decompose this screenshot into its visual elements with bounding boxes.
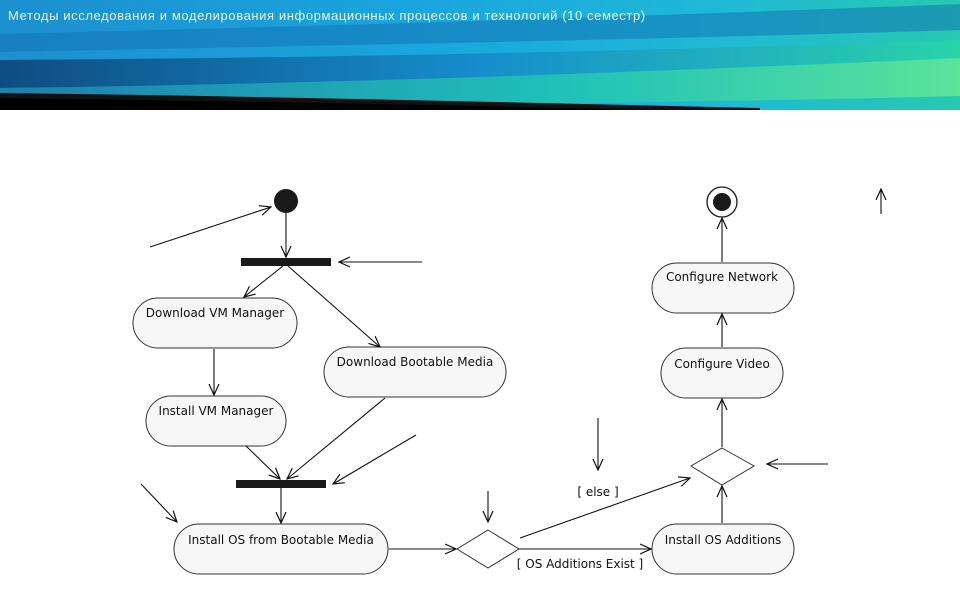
flow-download-media-to-join — [287, 397, 386, 479]
flow-decision-else-to-merge — [519, 478, 690, 539]
activity-configure-network: Configure Network — [651, 262, 795, 314]
activity-label: Configure Video — [674, 357, 770, 371]
activity-download-bootable-media: Download Bootable Media — [323, 346, 507, 398]
activity-label: Download VM Manager — [146, 306, 285, 320]
activity-download-vm-manager: Download VM Manager — [132, 297, 298, 349]
pointer-arrow-join — [333, 434, 417, 484]
initial-node — [274, 189, 298, 213]
header-banner: Методы исследования и моделирования инфо… — [0, 0, 960, 110]
activity-install-os: Install OS from Bootable Media — [173, 523, 389, 575]
activity-label: Configure Network — [666, 270, 778, 284]
activity-configure-video: Configure Video — [660, 347, 784, 399]
guard-else: [ else ] — [577, 485, 618, 499]
pointer-arrow-install-os — [140, 483, 177, 522]
activity-label: Download Bootable Media — [337, 355, 494, 369]
banner-background — [0, 0, 960, 110]
pointer-arrow-initial — [149, 207, 271, 248]
flow-fork-to-download-vm — [244, 265, 284, 297]
flow-fork-to-download-media — [287, 265, 380, 347]
activity-install-os-additions: Install OS Additions — [651, 523, 795, 575]
guard-os-additions-exist: [ OS Additions Exist ] — [517, 557, 643, 571]
activity-label: Install OS Additions — [665, 533, 782, 547]
decision-node — [456, 529, 520, 569]
merge-node — [690, 447, 755, 486]
final-node — [706, 186, 738, 218]
join-bar — [236, 480, 326, 488]
activity-label: Install OS from Bootable Media — [188, 533, 374, 547]
fork-bar — [241, 258, 331, 266]
activity-install-vm-manager: Install VM Manager — [145, 395, 287, 447]
flow-install-vm-to-join — [245, 445, 280, 479]
page-title: Методы исследования и моделирования инфо… — [8, 8, 646, 23]
activity-label: Install VM Manager — [159, 404, 274, 418]
